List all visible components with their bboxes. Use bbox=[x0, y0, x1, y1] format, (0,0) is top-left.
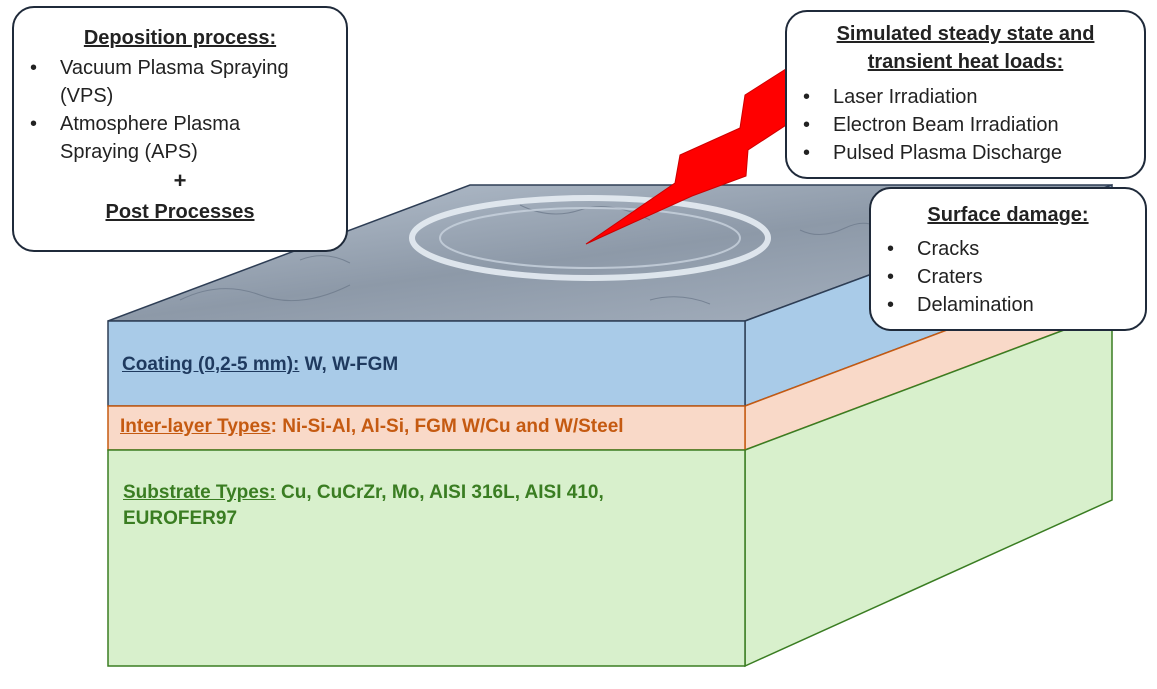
coating-front-face bbox=[107, 320, 746, 407]
list-item: •Cracks bbox=[871, 235, 1145, 263]
bullet-icon: • bbox=[887, 266, 895, 288]
coating-label-value: W, W-FGM bbox=[299, 354, 399, 375]
bullet-icon: • bbox=[887, 294, 895, 316]
substrate-front-face bbox=[107, 449, 746, 667]
deposition-title: Deposition process: bbox=[83, 27, 277, 49]
coating-label: Coating (0,2-5 mm): W, W-FGM bbox=[122, 352, 398, 378]
interlayer-label-value: : Ni-Si-Al, Al-Si, FGM W/Cu and W/Steel bbox=[270, 416, 624, 437]
post-processes-title: Post Processes bbox=[105, 201, 255, 223]
heat-loads-list: •Laser Irradiation •Electron Beam Irradi… bbox=[787, 83, 1144, 167]
list-item: •Electron Beam Irradiation bbox=[787, 111, 1144, 139]
substrate-label: Substrate Types: Cu, CuCrZr, Mo, AISI 31… bbox=[123, 480, 604, 532]
substrate-label-value2: EUROFER97 bbox=[123, 508, 238, 529]
interlayer-label-title: Inter-layer Types bbox=[120, 416, 271, 437]
list-item: •Delamination bbox=[871, 291, 1145, 319]
bullet-icon: • bbox=[803, 142, 811, 164]
surface-texture bbox=[179, 204, 886, 305]
list-item: •Craters bbox=[871, 263, 1145, 291]
substrate-label-value: Cu, CuCrZr, Mo, AISI 316L, AISI 410, bbox=[275, 482, 604, 503]
bullet-icon: • bbox=[803, 114, 811, 136]
bullet-icon: • bbox=[30, 57, 38, 79]
coating-label-title: Coating (0,2-5 mm): bbox=[122, 354, 300, 375]
plus-sign: + bbox=[173, 168, 187, 193]
crater-ring bbox=[409, 195, 771, 281]
list-item: •Laser Irradiation bbox=[787, 83, 1144, 111]
surface-damage-list: •Cracks •Craters •Delamination bbox=[871, 235, 1145, 319]
crater-ring-inner bbox=[439, 207, 741, 269]
interlayer-label: Inter-layer Types: Ni-Si-Al, Al-Si, FGM … bbox=[120, 414, 624, 440]
deposition-process-box: Deposition process: •Vacuum Plasma Spray… bbox=[12, 6, 348, 252]
heat-loads-title-line2: transient heat loads: bbox=[867, 51, 1064, 73]
list-item: •Pulsed Plasma Discharge bbox=[787, 139, 1144, 167]
list-item-continuation: (VPS) bbox=[60, 85, 114, 107]
surface-damage-box: Surface damage: •Cracks •Craters •Delami… bbox=[869, 187, 1147, 331]
bullet-icon: • bbox=[887, 238, 895, 260]
list-item-continuation: Spraying (APS) bbox=[60, 141, 198, 163]
heat-loads-box: Simulated steady state and transient hea… bbox=[785, 10, 1146, 179]
bullet-icon: • bbox=[30, 113, 38, 135]
deposition-list: •Vacuum Plasma Spraying (VPS) •Atmospher… bbox=[14, 54, 346, 166]
interlayer-front-face bbox=[107, 405, 746, 451]
list-item: •Vacuum Plasma Spraying bbox=[14, 54, 346, 82]
heat-loads-title-line1: Simulated steady state and bbox=[836, 23, 1095, 45]
substrate-label-title: Substrate Types: bbox=[123, 482, 276, 503]
bullet-icon: • bbox=[803, 86, 811, 108]
surface-damage-title: Surface damage: bbox=[927, 204, 1089, 226]
list-item: •Atmosphere Plasma bbox=[14, 110, 346, 138]
